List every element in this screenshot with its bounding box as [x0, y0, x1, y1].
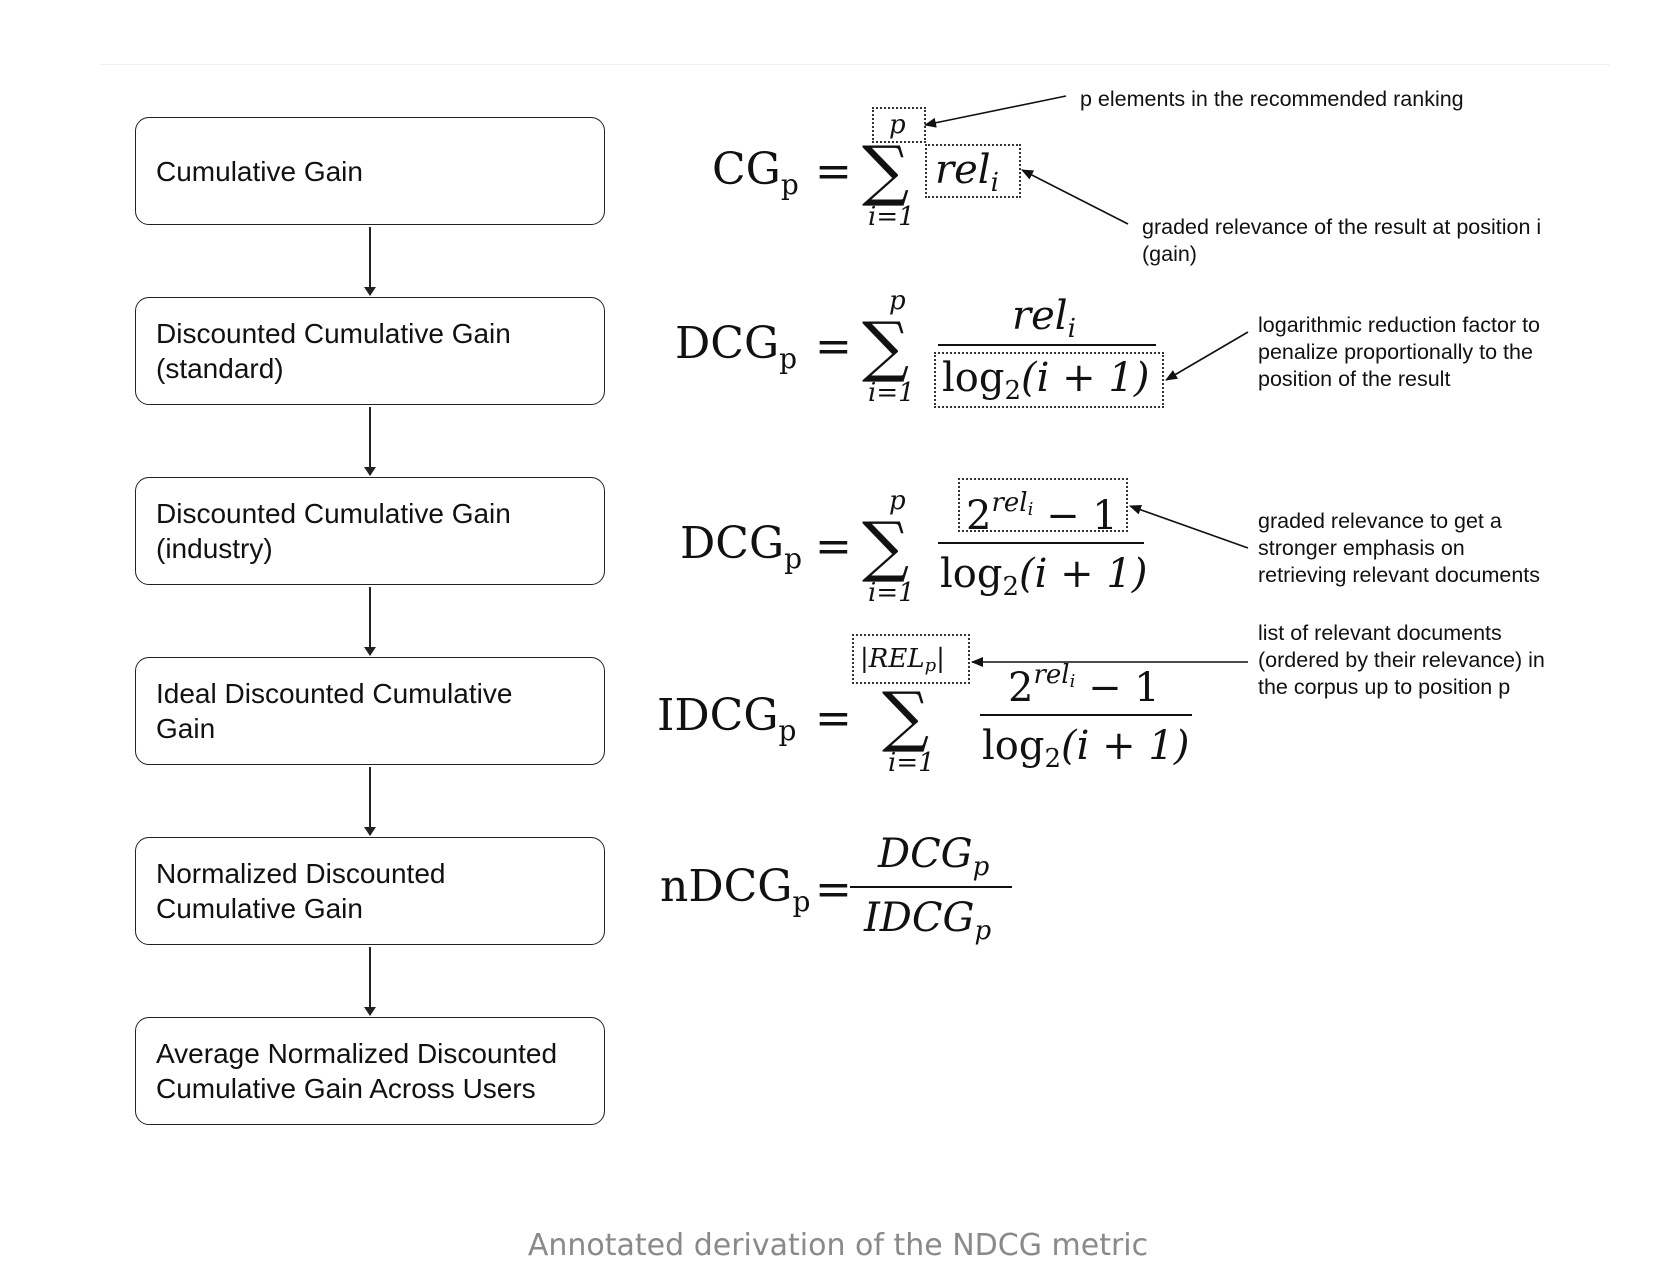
- flow-step-dcg-industry: Discounted Cumulative Gain (industry): [135, 477, 605, 585]
- equals-sign: =: [815, 146, 852, 197]
- equals-sign: =: [815, 864, 852, 915]
- fraction-numerator: DCGp: [878, 831, 990, 882]
- sum-upper-limit: p: [889, 486, 906, 516]
- sum-lower-limit: i=1: [868, 578, 915, 608]
- formula-lhs: nDCGp: [660, 861, 811, 918]
- sigma-symbol: ∑: [862, 132, 910, 209]
- arrow-p-elements: [924, 95, 1067, 128]
- annotation-graded-relevance: graded relevance of the result at positi…: [1142, 215, 1542, 266]
- fraction-bar: [850, 886, 1012, 889]
- flow-step-average-ndcg: Average Normalized Discounted Cumulative…: [135, 1017, 605, 1125]
- flow-arrow: [364, 947, 376, 1016]
- annotation-relevant-list: list of relevant documents (ordered by t…: [1258, 621, 1545, 699]
- annotation-log-reduction: logarithmic reduction factor to penalize…: [1258, 313, 1541, 391]
- sum-term: reli: [935, 147, 999, 198]
- sum-lower-limit: i=1: [868, 202, 915, 232]
- fraction-bar: [980, 714, 1192, 717]
- equals-sign: =: [815, 693, 852, 744]
- sigma-symbol: ∑: [862, 308, 910, 385]
- sum-upper-limit: p: [889, 286, 906, 316]
- formula-lhs: DCGp: [675, 318, 798, 375]
- fraction-numerator: reli: [1012, 293, 1076, 344]
- sum-upper-limit: |RELp|: [860, 644, 945, 676]
- formula-lhs: IDCGp: [657, 690, 797, 747]
- formula-lhs: CGp: [712, 144, 799, 201]
- figure-caption: Annotated derivation of the NDCG metric: [527, 1228, 1149, 1263]
- formula-lhs: DCGp: [680, 518, 803, 575]
- fraction-denominator: log2(i + 1): [940, 551, 1148, 602]
- arrow-stronger-emphasis: [1129, 504, 1249, 549]
- term-highlight: [925, 144, 1021, 198]
- flow-step-cumulative-gain: Cumulative Gain: [135, 117, 605, 225]
- flow-step-idcg: Ideal Discounted Cumulative Gain: [135, 657, 605, 765]
- flow-arrow: [364, 767, 376, 836]
- arrow-graded-relevance: [1021, 169, 1129, 225]
- equals-sign: =: [815, 321, 852, 372]
- fraction-denominator: IDCGp: [864, 895, 992, 946]
- flow-step-label: Cumulative Gain: [156, 155, 363, 187]
- fraction-numerator: 2reli − 1: [966, 488, 1118, 539]
- denominator-highlight: [934, 352, 1164, 408]
- flow-step-label: Discounted Cumulative Gain (standard): [156, 318, 511, 384]
- arrow-log-reduction: [1165, 331, 1249, 381]
- flow-arrow: [364, 227, 376, 296]
- sum-lower-limit: i=1: [888, 748, 935, 778]
- flow-step-label: Average Normalized Discounted Cumulative…: [156, 1038, 558, 1104]
- fraction-bar: [938, 344, 1156, 347]
- upper-limit-highlight: [852, 634, 970, 684]
- fraction-denominator: log2(i + 1): [982, 723, 1190, 774]
- numerator-highlight: [958, 478, 1128, 532]
- flow-step-label: Discounted Cumulative Gain (industry): [156, 498, 511, 564]
- flow-step-ndcg: Normalized Discounted Cumulative Gain: [135, 837, 605, 945]
- sum-upper-limit: p: [889, 110, 906, 140]
- fraction-bar: [938, 542, 1144, 545]
- flow-step-dcg-standard: Discounted Cumulative Gain (standard): [135, 297, 605, 405]
- annotation-p-elements: p elements in the recommended ranking: [1080, 87, 1464, 111]
- top-divider: [100, 64, 1610, 65]
- equals-sign: =: [815, 521, 852, 572]
- fraction-denominator: log2(i + 1): [942, 355, 1150, 406]
- sigma-symbol: ∑: [882, 678, 930, 755]
- sigma-symbol: ∑: [862, 508, 910, 585]
- flow-arrow: [364, 407, 376, 476]
- flow-step-label: Ideal Discounted Cumulative Gain: [156, 678, 513, 744]
- flow-step-label: Normalized Discounted Cumulative Gain: [156, 858, 446, 924]
- sum-lower-limit: i=1: [868, 378, 915, 408]
- flow-arrow: [364, 587, 376, 656]
- annotation-stronger-emphasis: graded relevance to get a stronger empha…: [1258, 509, 1541, 587]
- fraction-numerator: 2reli − 1: [1008, 660, 1160, 711]
